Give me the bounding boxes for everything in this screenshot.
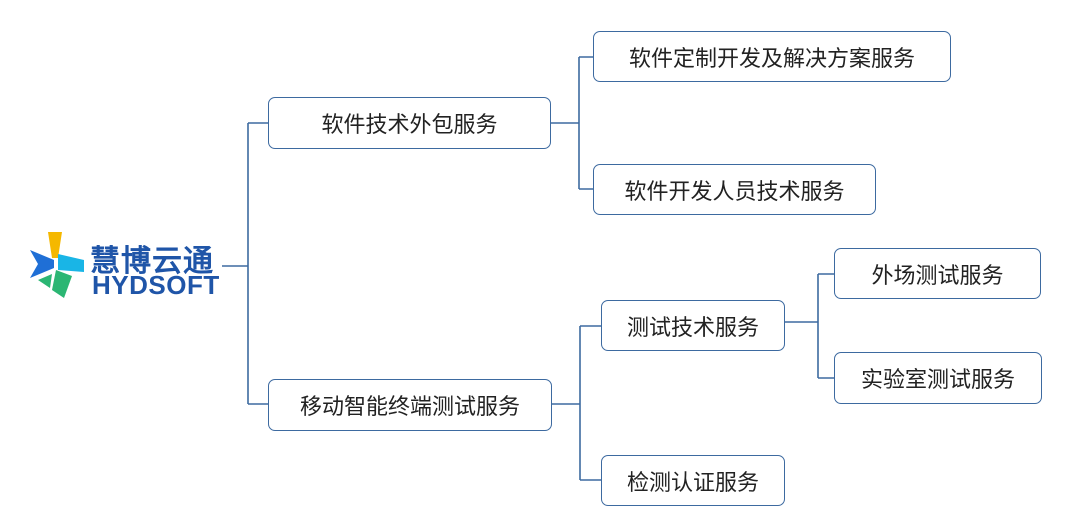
logo-name-cn: 慧博云通 bbox=[90, 244, 214, 279]
node-custom-development: 软件定制开发及解决方案服务 bbox=[593, 31, 951, 82]
company-logo: 慧博云通 HYDSOFT bbox=[28, 228, 220, 304]
logo-mark-icon bbox=[30, 232, 84, 298]
node-certification: 检测认证服务 bbox=[601, 455, 785, 506]
logo-name-en: HYDSOFT bbox=[92, 270, 220, 300]
node-software-outsourcing: 软件技术外包服务 bbox=[268, 97, 551, 149]
connector-branch-testing bbox=[551, 325, 601, 481]
node-lab-testing: 实验室测试服务 bbox=[834, 352, 1042, 404]
node-field-testing: 外场测试服务 bbox=[834, 248, 1041, 299]
node-testing-tech: 测试技术服务 bbox=[601, 300, 785, 351]
connector-branch-outsourcing bbox=[551, 56, 593, 190]
node-developer-services: 软件开发人员技术服务 bbox=[593, 164, 876, 215]
node-mobile-testing: 移动智能终端测试服务 bbox=[268, 379, 552, 431]
connector-root bbox=[222, 122, 268, 405]
connector-testing-tech bbox=[785, 273, 834, 379]
